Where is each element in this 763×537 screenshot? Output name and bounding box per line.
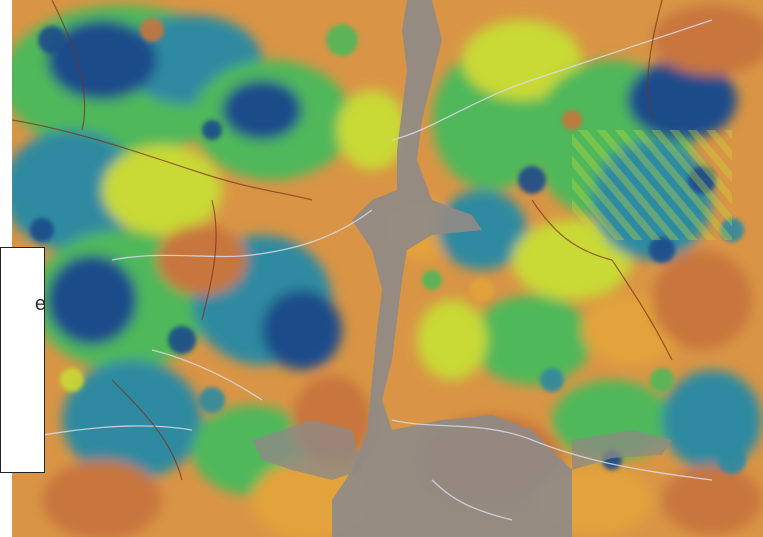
zone-blob <box>157 225 247 295</box>
zone-blob <box>42 460 162 537</box>
zone-blob <box>462 20 582 100</box>
zone-blob <box>652 250 752 350</box>
detail-spot <box>202 120 222 140</box>
zone-blob <box>627 60 737 140</box>
stream <box>201 199 217 321</box>
zone-blob <box>662 465 762 535</box>
legend-panel: e <box>0 247 45 473</box>
road <box>391 19 713 141</box>
zone-blob <box>222 80 302 140</box>
stream <box>111 379 183 481</box>
zone-blob <box>47 255 137 345</box>
road <box>111 209 373 261</box>
zone-blob <box>662 370 762 470</box>
zone-blob <box>417 300 487 380</box>
river-tributary <box>252 420 362 480</box>
stream <box>531 199 613 261</box>
detail-spot <box>60 368 84 392</box>
detail-spot <box>38 26 66 54</box>
zone-blob <box>47 20 157 100</box>
road <box>391 419 713 481</box>
detail-spot <box>326 24 358 56</box>
detail-spot <box>470 278 494 302</box>
river-valley <box>332 0 572 537</box>
zone-blob <box>102 145 222 235</box>
detail-spot <box>718 446 746 474</box>
stripe-artifact <box>572 130 732 240</box>
detail-spot <box>518 166 546 194</box>
detail-spot <box>650 368 674 392</box>
detail-spot <box>562 110 582 130</box>
zone-blob <box>652 5 763 75</box>
zone-blob <box>472 295 592 385</box>
detail-spot <box>168 326 196 354</box>
detail-spot <box>140 18 164 42</box>
stream <box>647 0 663 121</box>
detail-spot <box>649 237 675 263</box>
zone-blob <box>62 360 202 480</box>
legend-label: e <box>34 293 45 315</box>
zone-blob <box>262 290 342 370</box>
stream <box>51 0 86 131</box>
road <box>431 479 513 521</box>
detail-spot <box>422 270 442 290</box>
stream-network <box>12 0 673 481</box>
detail-spot <box>199 387 225 413</box>
map-canvas[interactable] <box>12 0 763 537</box>
stream <box>611 259 673 361</box>
road <box>151 349 263 401</box>
detail-spot <box>30 218 54 242</box>
stream <box>12 119 313 201</box>
detail-spot <box>540 368 564 392</box>
map-raster <box>12 0 763 537</box>
zone-blob <box>337 90 407 170</box>
